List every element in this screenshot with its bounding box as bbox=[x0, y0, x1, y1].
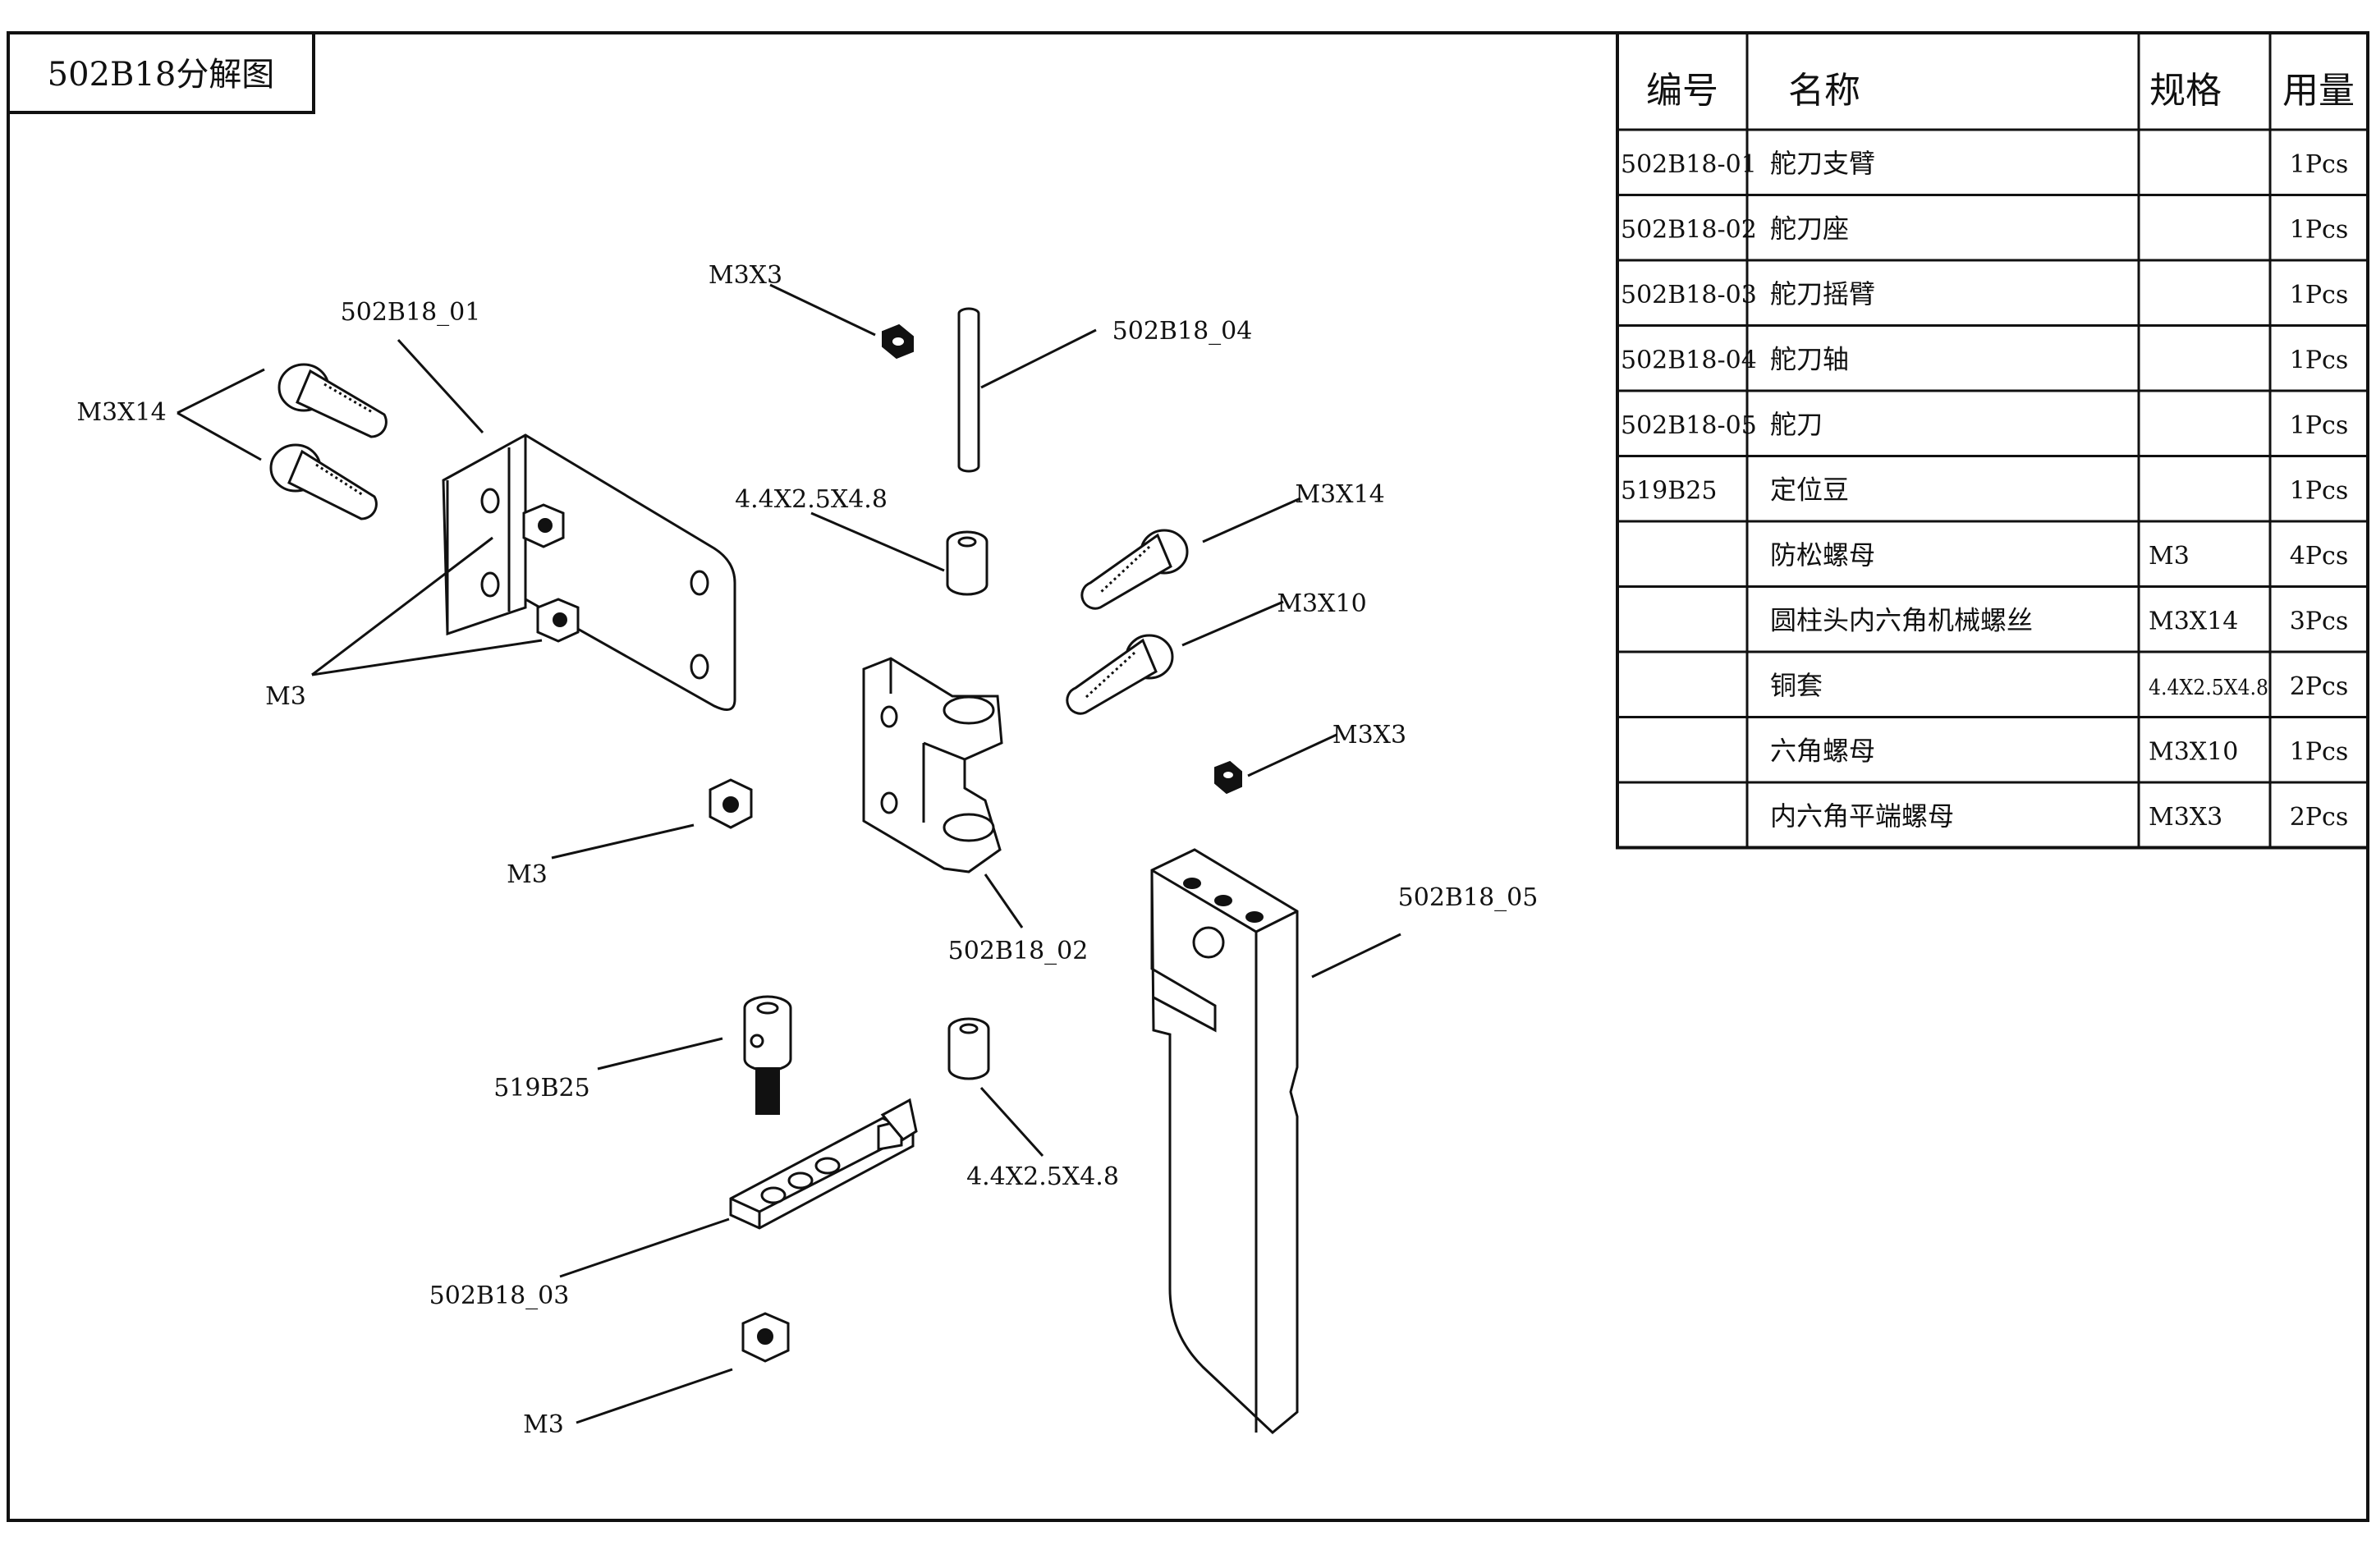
bom-header-no: 编号 bbox=[1646, 70, 1718, 112]
callout-m3-bottom: M3 bbox=[523, 1410, 564, 1439]
bom-cell-name: 铜套 bbox=[1770, 670, 1823, 701]
bom-cell-no: 502B18-03 bbox=[1621, 281, 1757, 309]
bom-cell-name: 六角螺母 bbox=[1770, 735, 1875, 766]
bom-cell-name: 舵刀支臂 bbox=[1770, 148, 1875, 179]
bom-cell-no: 502B18-02 bbox=[1621, 215, 1757, 244]
page-title: 502B18分解图 bbox=[48, 56, 275, 94]
bom-cell-qty: 1Pcs bbox=[2290, 411, 2348, 440]
screw-m3x14-lower bbox=[269, 443, 378, 520]
title-block: 502B18分解图 bbox=[7, 31, 315, 114]
bom-cell-name: 舵刀 bbox=[1770, 409, 1823, 440]
callout-502B18-01: 502B18_01 bbox=[341, 298, 481, 327]
bom-cell-qty: 1Pcs bbox=[2290, 215, 2348, 244]
nut-m3-bottom bbox=[741, 1312, 790, 1363]
bom-cell-spec: M3 bbox=[2149, 542, 2190, 571]
setscrew-m3x3-right bbox=[1214, 760, 1242, 795]
part-519B25-locator bbox=[743, 995, 792, 1115]
callout-m3-left: M3 bbox=[265, 682, 306, 711]
bom-cell-qty: 4Pcs bbox=[2290, 542, 2348, 571]
bom-cell-spec: 4.4X2.5X4.8 bbox=[2149, 676, 2268, 700]
bushing-bottom bbox=[947, 1017, 990, 1080]
bom-cell-name: 内六角平端螺母 bbox=[1770, 800, 1954, 832]
nut-m3-mid bbox=[709, 778, 753, 829]
callout-m3x14-right: M3X14 bbox=[1295, 480, 1384, 509]
bom-cell-spec: M3X3 bbox=[2149, 803, 2222, 832]
bom-cell-qty: 1Pcs bbox=[2290, 346, 2348, 374]
leader-lines bbox=[177, 283, 1401, 1424]
part-502B18-03-rocker-arm bbox=[729, 1098, 918, 1230]
callout-labels: M3X14 502B18_01 M3X3 502B18_04 4.4X2.5X4… bbox=[76, 261, 1538, 1439]
callout-502B18-05: 502B18_05 bbox=[1398, 883, 1539, 912]
bom-cell-no: 519B25 bbox=[1621, 476, 1717, 505]
bom-header-spec: 规格 bbox=[2149, 70, 2222, 112]
part-502B18-01-bracket bbox=[442, 433, 736, 711]
bom-cell-qty: 1Pcs bbox=[2290, 737, 2348, 766]
screw-m3x14-right bbox=[1080, 529, 1189, 610]
bom-cell-qty: 1Pcs bbox=[2290, 281, 2348, 309]
screw-m3x14-upper bbox=[278, 363, 388, 438]
part-502B18-02-seat bbox=[862, 657, 1003, 873]
callout-502B18-02: 502B18_02 bbox=[948, 937, 1089, 965]
bom-cell-qty: 1Pcs bbox=[2290, 150, 2348, 179]
bom-header-qty: 用量 bbox=[2282, 70, 2355, 112]
callout-m3-mid: M3 bbox=[507, 860, 548, 889]
bom-cell-name: 圆柱头内六角机械螺丝 bbox=[1770, 604, 2033, 635]
bom-cell-name: 舵刀轴 bbox=[1770, 343, 1849, 374]
bom-cell-no: 502B18-01 bbox=[1621, 150, 1757, 179]
bom-header-name: 名称 bbox=[1788, 70, 1860, 112]
callout-bushing-top: 4.4X2.5X4.8 bbox=[735, 485, 888, 514]
bom-cell-no: 502B18-04 bbox=[1621, 346, 1757, 374]
setscrew-m3x3-top bbox=[882, 323, 914, 360]
bom-cell-qty: 2Pcs bbox=[2290, 672, 2348, 701]
callout-502B18-03: 502B18_03 bbox=[429, 1281, 570, 1310]
part-502B18-05-rudder bbox=[1150, 848, 1299, 1435]
bom-cell-qty: 1Pcs bbox=[2290, 476, 2348, 505]
callout-m3x3-right: M3X3 bbox=[1332, 721, 1406, 750]
bom-cell-name: 防松螺母 bbox=[1770, 539, 1875, 571]
callout-502B18-04: 502B18_04 bbox=[1112, 317, 1253, 346]
bom-cell-name: 定位豆 bbox=[1770, 474, 1849, 505]
bom-cell-name: 舵刀摇臂 bbox=[1770, 278, 1875, 309]
bom-cell-name: 舵刀座 bbox=[1770, 213, 1849, 244]
screw-m3x10 bbox=[1066, 634, 1174, 715]
bom-table: 编号 名称 规格 用量 502B18-01 舵刀支臂 1Pcs 502B18-02 舵刀座 1Pc… bbox=[1616, 31, 2369, 850]
bom-cell-spec: M3X10 bbox=[2149, 737, 2238, 766]
callout-m3x3-top: M3X3 bbox=[709, 261, 782, 290]
callout-519B25: 519B25 bbox=[493, 1074, 589, 1103]
bom-table-border bbox=[1616, 31, 2369, 850]
bom-cell-qty: 2Pcs bbox=[2290, 803, 2348, 832]
callout-bushing-bottom: 4.4X2.5X4.8 bbox=[966, 1162, 1119, 1191]
bom-cell-no: 502B18-05 bbox=[1621, 411, 1757, 440]
part-502B18-04-shaft bbox=[957, 307, 980, 473]
callout-m3x14-left: M3X14 bbox=[76, 398, 166, 427]
bom-cell-spec: M3X14 bbox=[2149, 607, 2238, 635]
callout-m3x10: M3X10 bbox=[1277, 589, 1366, 618]
bushing-top bbox=[946, 530, 988, 596]
bom-cell-qty: 3Pcs bbox=[2290, 607, 2348, 635]
